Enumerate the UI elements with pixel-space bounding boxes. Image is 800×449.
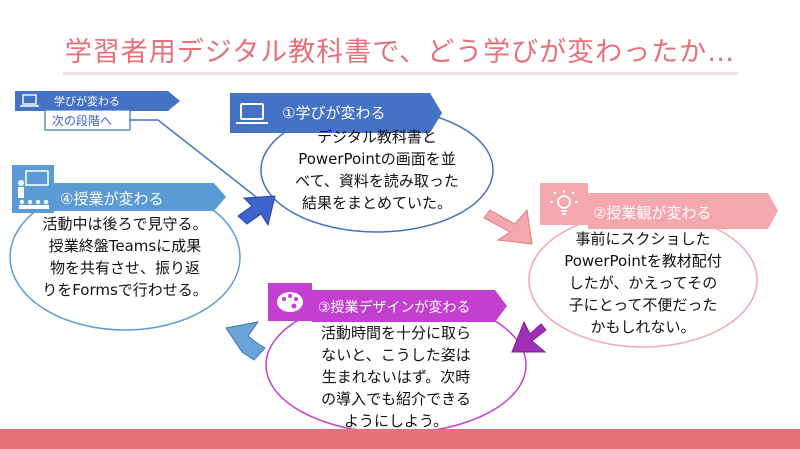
- arrow-2-to-3: [511, 320, 547, 353]
- step4-text: 活動中は後ろで見守る。 授業終盤Teamsに成果 物を共有させ、振り返 りをFo…: [42, 215, 208, 299]
- lightbulb-icon: [550, 190, 578, 215]
- step4-banner: [54, 183, 226, 211]
- step1-text: デジタル教科書と PowerPointの画面を並 べて、資料を読み取った 結果を…: [295, 128, 459, 212]
- arrow-3-to-4: [225, 321, 266, 361]
- step1-banner: [276, 93, 442, 133]
- laptop-icon: [236, 103, 268, 124]
- step1-icon-tile: [230, 93, 276, 133]
- step2-icon-tile: [540, 183, 588, 225]
- step2-text: 事前にスクショした PowerPointを教材配付 したが、かえってその 子にと…: [564, 230, 722, 336]
- note-banner: [15, 91, 180, 111]
- step3-banner: [312, 290, 507, 322]
- arrow-1-to-2: [483, 208, 533, 245]
- page-title: 学習者用デジタル教科書で、どう学びが変わったか…: [64, 37, 736, 68]
- next-step-link[interactable]: 次の段階へ: [52, 114, 113, 128]
- title-divider: [63, 72, 738, 75]
- laptop-icon: [20, 94, 39, 107]
- step4-label: ④授業が変わる: [60, 190, 164, 208]
- arrow-4-to-1: [237, 195, 276, 227]
- next-step-connector: [130, 119, 261, 201]
- footer-band: [0, 429, 800, 449]
- step2-banner: [588, 193, 778, 229]
- step3-text: 活動時間を十分に取ら ないと、こうした姿は 生まれないはず。次時 の導入でも紹介…: [320, 324, 471, 430]
- palette-icon: [277, 292, 303, 312]
- teacher-board-icon: [18, 170, 49, 209]
- step3-label: ③授業デザインが変わる: [318, 300, 471, 316]
- step1-label: ①学びが変わる: [282, 104, 386, 122]
- note-label: 学びが変わる: [54, 95, 120, 108]
- step2-label: ②授業観が変わる: [593, 204, 712, 222]
